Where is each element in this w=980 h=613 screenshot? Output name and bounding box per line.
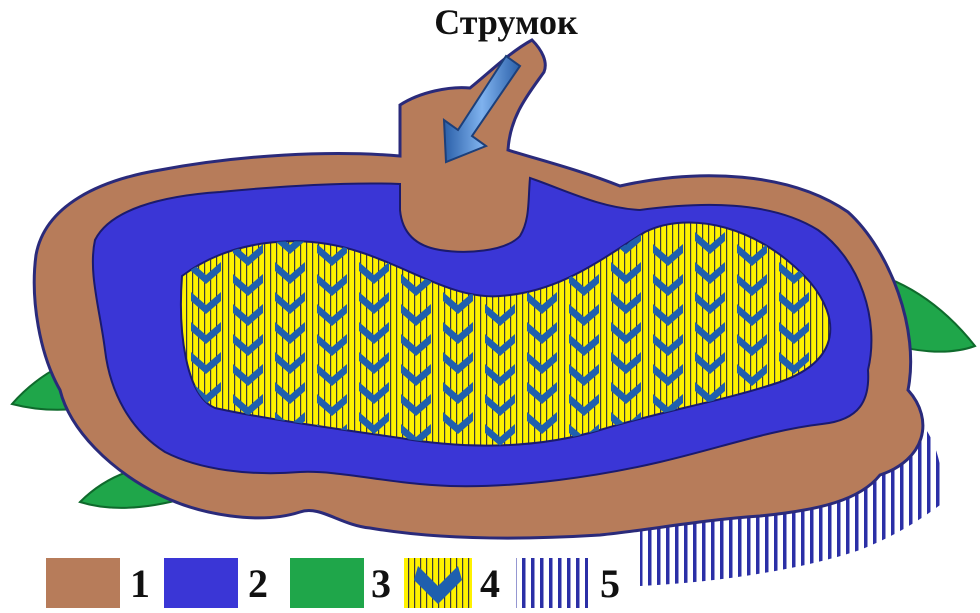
legend-label-5: 5 bbox=[600, 561, 620, 606]
legend-item-5: 5 bbox=[516, 558, 620, 608]
legend-swatch-zone-2 bbox=[164, 558, 238, 608]
legend-swatch-zone-3 bbox=[290, 558, 364, 608]
legend-item-1: 1 bbox=[46, 558, 150, 608]
legend: 1 2 3 4 5 bbox=[46, 558, 620, 608]
legend-item-2: 2 bbox=[164, 558, 268, 608]
diagram-title: Струмок bbox=[434, 2, 578, 42]
legend-item-3: 3 bbox=[290, 558, 391, 608]
legend-label-1: 1 bbox=[130, 561, 150, 606]
legend-swatch-zone-5 bbox=[516, 558, 588, 608]
legend-label-2: 2 bbox=[248, 561, 268, 606]
legend-label-3: 3 bbox=[371, 561, 391, 606]
legend-label-4: 4 bbox=[480, 561, 500, 606]
legend-item-4: 4 bbox=[404, 558, 500, 608]
legend-swatch-zone-1 bbox=[46, 558, 120, 608]
